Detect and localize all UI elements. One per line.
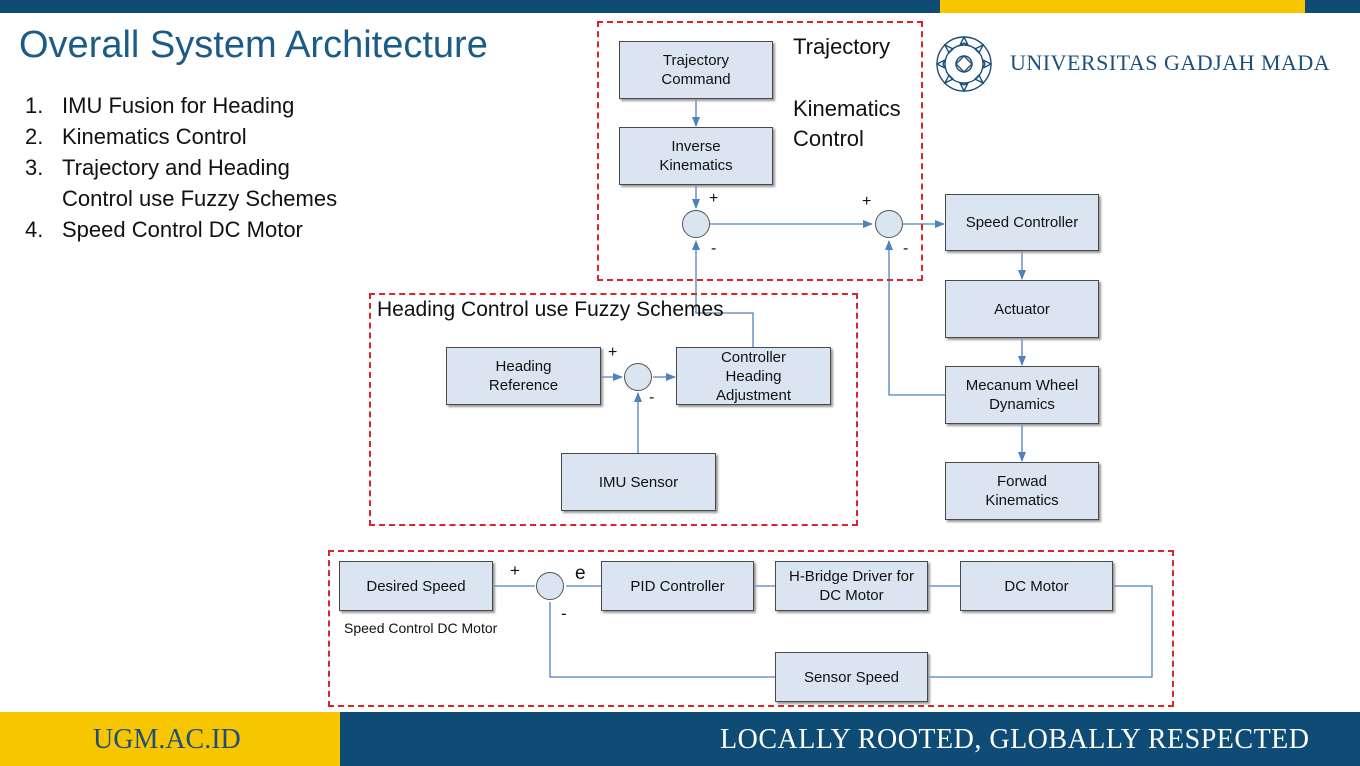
minus-sign: - bbox=[561, 604, 567, 623]
block-text: Dynamics bbox=[989, 396, 1055, 413]
university-name: UNIVERSITAS GADJAH MADA bbox=[1010, 50, 1331, 75]
top-bar-blue bbox=[0, 0, 940, 13]
wire-mecanum-feedback bbox=[885, 240, 945, 396]
block-text: Desired Speed bbox=[366, 577, 466, 595]
trajectory-label: Trajectory bbox=[793, 34, 890, 59]
actuator-block: Actuator bbox=[945, 280, 1099, 338]
top-bar-yellow bbox=[940, 0, 1305, 13]
summing-junction-1 bbox=[682, 210, 710, 238]
speed-controller-block: Speed Controller bbox=[945, 194, 1099, 251]
block-text: Trajectory bbox=[662, 52, 730, 69]
list-item-text: Kinematics Control bbox=[62, 124, 247, 149]
block-text: DC Motor bbox=[819, 587, 884, 604]
footer-bar-blue bbox=[340, 712, 1360, 766]
list-item-text: Speed Control DC Motor bbox=[62, 217, 303, 242]
list-item: 3. Trajectory and Heading Control use Fu… bbox=[25, 152, 337, 214]
heading-control-group bbox=[369, 293, 858, 526]
block-text: Sensor Speed bbox=[803, 668, 900, 686]
block-text: Forwad bbox=[996, 473, 1047, 490]
plus-sign: + bbox=[608, 344, 618, 361]
list-item-text: Trajectory and Heading bbox=[62, 155, 290, 180]
block-text: Heading bbox=[495, 358, 552, 375]
block-text: Command bbox=[661, 71, 731, 88]
block-text: PID Controller bbox=[630, 577, 725, 595]
university-seal-icon bbox=[935, 35, 993, 93]
kinematics-label: Kinematics bbox=[793, 96, 901, 121]
speed-control-group bbox=[328, 550, 1174, 707]
list-item-number: 2. bbox=[25, 124, 44, 149]
block-text: Speed Controller bbox=[965, 214, 1079, 231]
desired-speed-block: Desired Speed bbox=[339, 561, 493, 611]
list-item-number: 3. bbox=[25, 155, 44, 180]
block-text: H-Bridge Driver for bbox=[788, 568, 915, 585]
top-bar-blue-right bbox=[1305, 0, 1360, 13]
speed-control-label: Speed Control DC Motor bbox=[344, 620, 498, 636]
minus-sign: - bbox=[649, 389, 655, 406]
hbridge-driver-block: H-Bridge Driver for DC Motor bbox=[775, 561, 928, 611]
block-text: DC Motor bbox=[1004, 577, 1069, 595]
block-text: Actuator bbox=[994, 300, 1050, 318]
heading-control-label: Heading Control use Fuzzy Schemes bbox=[377, 298, 724, 321]
list-item-text: IMU Fusion for Heading bbox=[62, 93, 295, 118]
wire-motor-to-sensor bbox=[928, 585, 1153, 678]
wire-sensor-feedback bbox=[549, 602, 775, 678]
control-label: Control bbox=[793, 126, 864, 151]
minus-sign: - bbox=[903, 240, 909, 257]
block-text: Mecanum Wheel bbox=[965, 377, 1079, 394]
block-text: Adjustment bbox=[715, 386, 792, 404]
dc-motor-block: DC Motor bbox=[960, 561, 1113, 611]
imu-sensor-block: IMU Sensor bbox=[561, 453, 716, 511]
list-item-number: 4. bbox=[25, 217, 44, 242]
slide-title: Overall System Architecture bbox=[19, 24, 488, 66]
block-text: Controller bbox=[720, 348, 786, 366]
minus-sign: - bbox=[711, 240, 717, 257]
error-label: e bbox=[575, 563, 586, 584]
block-text: Reference bbox=[488, 377, 559, 394]
footer-bar-yellow bbox=[0, 712, 340, 766]
sensor-speed-block: Sensor Speed bbox=[775, 652, 928, 702]
list-item: 1. IMU Fusion for Heading bbox=[25, 90, 337, 121]
pid-controller-block: PID Controller bbox=[601, 561, 754, 611]
summing-junction-2 bbox=[875, 210, 903, 238]
block-text: IMU Sensor bbox=[598, 473, 679, 491]
list-item-number: 1. bbox=[25, 93, 44, 118]
list-item-text: Control use Fuzzy Schemes bbox=[62, 186, 338, 211]
bullet-list: 1. IMU Fusion for Heading 2. Kinematics … bbox=[25, 90, 337, 245]
wire-heading-to-sum1 bbox=[692, 240, 754, 348]
plus-sign: + bbox=[862, 193, 872, 210]
block-text: Heading bbox=[725, 367, 782, 385]
block-text: Kinematics bbox=[659, 157, 733, 174]
block-text: Inverse bbox=[671, 138, 721, 155]
block-text: Kinematics bbox=[985, 492, 1059, 509]
trajectory-kinematics-group bbox=[597, 21, 923, 281]
plus-sign: + bbox=[709, 190, 719, 207]
summing-junction-speed bbox=[536, 572, 564, 600]
list-item: 2. Kinematics Control bbox=[25, 121, 337, 152]
footer-url: UGM.AC.ID bbox=[93, 724, 241, 755]
list-item: 4. Speed Control DC Motor bbox=[25, 214, 337, 245]
footer-tagline: LOCALLY ROOTED, GLOBALLY RESPECTED bbox=[720, 724, 1310, 755]
plus-sign: + bbox=[510, 561, 520, 580]
summing-junction-heading bbox=[624, 363, 652, 391]
